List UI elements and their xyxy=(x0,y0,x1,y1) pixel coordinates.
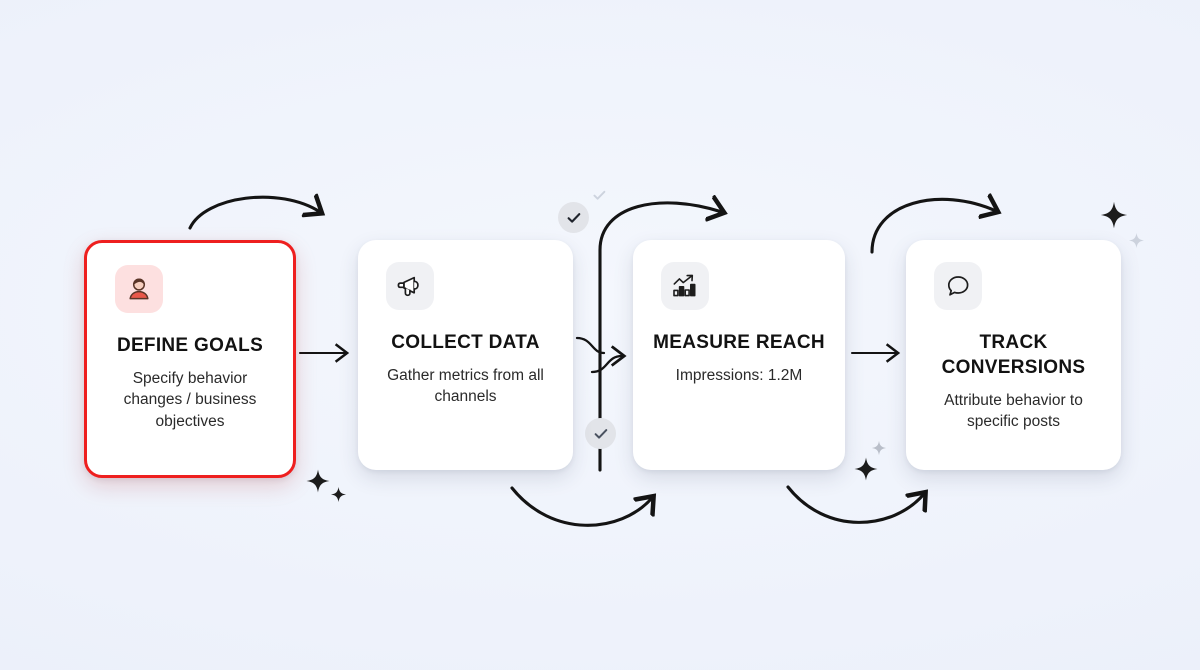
step-description: Impressions: 1.2M xyxy=(675,367,803,385)
sparkle-icon xyxy=(1128,232,1145,249)
arrow-step2-step3-upper xyxy=(575,336,606,355)
step-title: MEASURE REACH xyxy=(653,332,825,353)
step-card-collect-data[interactable]: COLLECT DATA Gather metrics from all cha… xyxy=(358,240,573,470)
step-card-track-conversions[interactable]: TRACK CONVERSIONS Attribute behavior to … xyxy=(906,240,1121,470)
step-icon-badge xyxy=(934,262,982,310)
step-card-measure-reach[interactable]: MEASURE REACH Impressions: 1.2M xyxy=(633,240,845,470)
sparkle-icon xyxy=(306,469,330,493)
sparkle-icon xyxy=(871,440,887,456)
sparkle-icon xyxy=(1100,201,1128,229)
person-avatar-icon xyxy=(129,278,149,300)
sparkle-large-bottom-center xyxy=(853,456,879,482)
arc-top-step1-step2 xyxy=(188,197,320,230)
sparkle-small-top-right xyxy=(1128,232,1145,249)
step-title: COLLECT DATA xyxy=(391,332,540,353)
megaphone-icon xyxy=(397,276,419,297)
check-badge-top[interactable] xyxy=(558,202,589,233)
step-card-define-goals[interactable]: DEFINE GOALS Specify behavior changes / … xyxy=(84,240,296,478)
bar-chart-trend-icon xyxy=(673,274,696,297)
arrow-step2-step3 xyxy=(590,345,627,374)
step-title: DEFINE GOALS xyxy=(116,335,264,356)
check-badge-top-faded xyxy=(584,180,615,211)
check-badge-bottom[interactable] xyxy=(585,418,616,449)
check-icon xyxy=(567,212,580,223)
sparkle-large-top-right xyxy=(1099,200,1129,230)
step-title: TRACK CONVERSIONS xyxy=(941,332,1086,379)
speech-bubble-icon xyxy=(947,276,969,296)
sparkle-small-bottom-left xyxy=(330,486,347,503)
step-description: Gather metrics from all channels xyxy=(387,367,544,406)
step-icon-badge xyxy=(115,265,163,313)
step-icon-badge xyxy=(386,262,434,310)
arc-bottom-step2-step3 xyxy=(510,486,652,527)
check-icon xyxy=(594,428,607,439)
step-icon-badge xyxy=(661,262,709,310)
sparkle-icon xyxy=(854,457,878,481)
sparkle-icon xyxy=(330,486,347,503)
step-description: Specify behavior changes / business obje… xyxy=(123,370,257,430)
sparkle-large-bottom-left xyxy=(305,468,331,494)
check-icon xyxy=(593,190,606,200)
sparkle-small-bottom-center xyxy=(871,440,887,456)
arc-bottom-step3-step4 xyxy=(786,485,924,524)
step-description: Attribute behavior to specific posts xyxy=(944,392,1083,431)
